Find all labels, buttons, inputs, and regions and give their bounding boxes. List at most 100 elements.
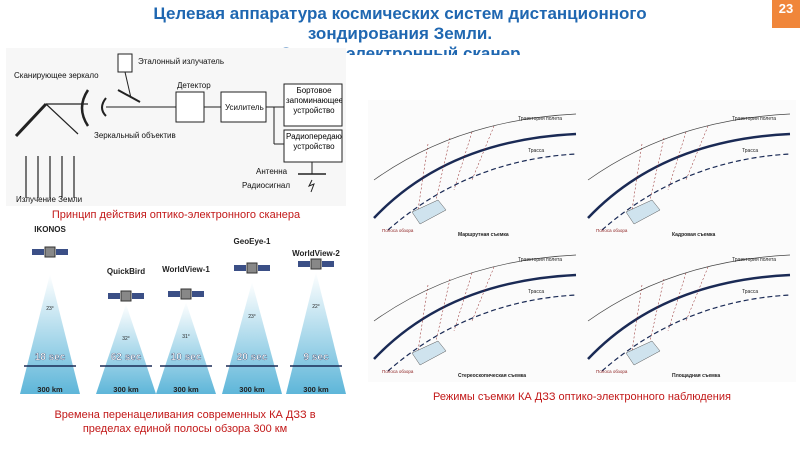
scanner-diagram-panel: Сканирующее зеркало Эталонный излучатель… xyxy=(6,48,346,206)
satellite-icon xyxy=(180,288,192,300)
coverage-beam xyxy=(20,274,80,394)
orbit-trajectory xyxy=(373,113,577,181)
title-line-3: Оптико-электронный сканер xyxy=(279,44,521,55)
retarget-time: 9 sec xyxy=(303,352,328,363)
page-number-badge: 23 xyxy=(772,0,800,28)
retarget-time: 10 sec xyxy=(171,352,202,363)
swath-distance: 300 km xyxy=(303,385,329,394)
satellite-name: WorldView-1 xyxy=(162,265,210,274)
antenna-label: Антенна xyxy=(256,167,288,176)
earth-surface-arc xyxy=(587,273,791,360)
sight-line xyxy=(471,125,495,181)
mode-title: Маршрутная съемка xyxy=(458,232,509,238)
satellite-4: WorldView-2 22° 9 sec 300 km xyxy=(286,249,346,394)
radio-signal-label: Радиосигнал xyxy=(242,181,290,190)
ground-track-arc xyxy=(601,294,791,372)
survey-modes-caption: Режимы съемки КА ДЗЗ оптико-электронного… xyxy=(433,391,731,403)
radio-signal-icon xyxy=(307,179,315,193)
storage-label: Бортовое запоминающее устройство xyxy=(286,86,342,115)
sight-line xyxy=(631,284,643,352)
trajectory-label: Траектория полета xyxy=(518,257,562,263)
swath-label: Полоса обзора xyxy=(382,369,414,374)
imaged-area xyxy=(411,199,447,225)
retarget-time: 20 sec xyxy=(237,352,268,363)
orbit-trajectory xyxy=(587,113,791,181)
coverage-beam xyxy=(156,302,216,394)
amplifier-label: Усилитель xyxy=(225,103,264,112)
satellite-3: GeoEye-1 23° 20 sec 300 km xyxy=(222,237,282,394)
satellite-icon xyxy=(310,258,322,270)
transmitter-label: Радиопередающее устройство xyxy=(286,132,342,151)
trajectory-label: Траектория полета xyxy=(732,257,776,263)
satellites-caption-line-1: Времена перенацеливания современных КА Д… xyxy=(54,409,316,421)
scan-mirror-label: Сканирующее зеркало xyxy=(14,71,99,80)
slide-title: Целевая аппаратура космических систем ди… xyxy=(70,4,730,55)
view-angle: 22° xyxy=(312,304,320,310)
sight-line xyxy=(685,125,709,181)
solar-panel-icon xyxy=(56,249,68,255)
transmitter-box xyxy=(283,129,343,163)
sight-line xyxy=(417,143,429,211)
reference-emitter-box xyxy=(117,53,133,73)
satellite-icon xyxy=(120,290,132,302)
imaged-area xyxy=(411,340,447,366)
swath-distance: 300 km xyxy=(173,385,199,394)
earth-radiation-arrows xyxy=(25,156,75,198)
ground-track-arc xyxy=(387,294,577,372)
detector-box xyxy=(175,91,205,123)
satellite-icon xyxy=(44,246,56,258)
sight-line xyxy=(435,278,451,342)
scanner-caption: Принцип действия оптико-электронного ска… xyxy=(51,209,301,221)
satellite-name: GeoEye-1 xyxy=(234,237,271,246)
earth-surface-arc xyxy=(373,273,577,360)
solar-panel-icon xyxy=(298,261,310,267)
mode-title: Кадровая съемка xyxy=(672,232,716,238)
sight-line xyxy=(649,137,665,201)
retarget-time: 18 sec xyxy=(35,352,66,363)
view-angle: 32° xyxy=(122,336,130,342)
swath-label: Полоса обзора xyxy=(596,369,628,374)
swath-distance: 300 km xyxy=(239,385,265,394)
solar-panel-icon xyxy=(32,249,44,255)
solar-panel-icon xyxy=(192,291,204,297)
track-label: Трасса xyxy=(528,148,544,154)
swath-distance: 300 km xyxy=(113,385,139,394)
orbit-trajectory xyxy=(373,254,577,322)
view-angle: 23° xyxy=(248,314,256,320)
scan-mirror xyxy=(14,102,48,138)
swath-label: Полоса обзора xyxy=(382,228,414,233)
reference-emitter-label: Эталонный излучатель xyxy=(138,57,224,66)
track-label: Трасса xyxy=(742,148,758,154)
storage-box xyxy=(283,83,343,127)
imaged-area xyxy=(625,340,661,366)
title-line-1: Целевая аппаратура космических систем ди… xyxy=(153,4,647,23)
earth-radiation-label: Излучение Земли xyxy=(16,195,82,204)
satellite-name: WorldView-2 xyxy=(292,249,340,258)
swath-label: Полоса обзора xyxy=(596,228,628,233)
trajectory-label: Траектория полета xyxy=(732,116,776,122)
coverage-beam xyxy=(96,304,156,394)
satellites-caption: Времена перенацеливания современных КА Д… xyxy=(10,408,360,436)
solar-panel-icon xyxy=(234,265,246,271)
sight-line xyxy=(631,143,643,211)
mode-title: Площадная съемка xyxy=(672,373,720,379)
sight-line xyxy=(685,266,709,322)
mirror-lens xyxy=(80,89,90,127)
ground-track-arc xyxy=(387,153,577,231)
satellites-caption-line-2: пределах единой полосы обзора 300 км xyxy=(82,423,288,435)
coverage-beam xyxy=(286,272,346,394)
satellite-icon xyxy=(246,262,258,274)
detector-label: Детектор xyxy=(177,81,211,90)
sight-line xyxy=(471,266,495,322)
imaged-area xyxy=(625,199,661,225)
trajectory-label: Траектория полета xyxy=(518,116,562,122)
track-label: Трасса xyxy=(742,289,758,295)
track-label: Трасса xyxy=(528,289,544,295)
